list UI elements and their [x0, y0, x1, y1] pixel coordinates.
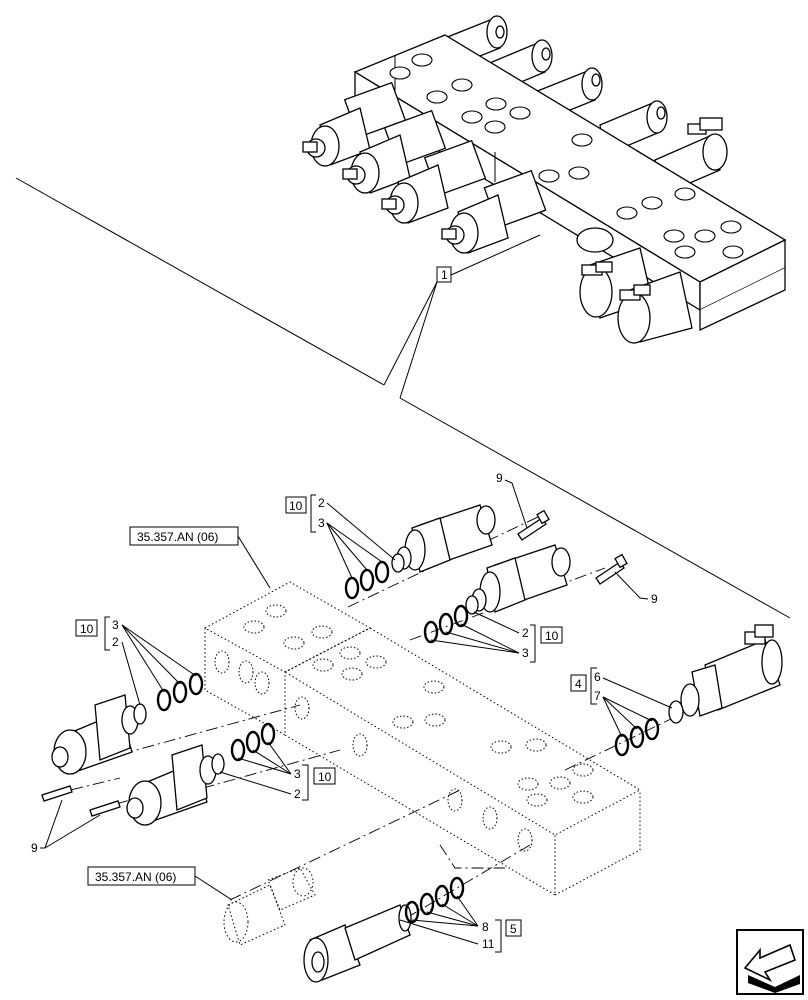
manifold-ports [214, 604, 594, 852]
orings-right [614, 717, 660, 757]
box-10-left: 10 [80, 622, 94, 636]
exploded-manifold-block [203, 581, 642, 896]
orings-mid-right [423, 604, 469, 644]
callout-left-solenoid: 10 3 2 [75, 616, 197, 706]
solenoid-valve-left [51, 694, 147, 775]
label-3-top: 3 [318, 516, 325, 530]
box-5: 5 [510, 922, 517, 936]
reference-lower: 35.357.AN (06) [87, 866, 233, 901]
callout-mid-right-solenoid: 2 3 10 [430, 611, 563, 663]
label-9-right: 9 [651, 592, 658, 606]
label-11: 11 [482, 937, 495, 951]
bottom-solenoid-2 [617, 271, 693, 344]
orings-lower-mid [230, 722, 276, 762]
screws-left [41, 785, 121, 817]
solenoid-valve-mid-right [465, 544, 571, 615]
front-solenoid-2 [342, 109, 447, 194]
callout-9-left: 9 [31, 799, 101, 855]
reference-upper: 35.357.AN (06) [129, 526, 271, 589]
label-2-lower-mid: 2 [294, 787, 301, 801]
cartridge-valve-reference [223, 867, 316, 946]
separator-line-right [399, 397, 791, 619]
label-8: 8 [482, 920, 489, 934]
label-3-lower-mid: 3 [294, 767, 301, 781]
box-4: 4 [575, 677, 582, 691]
ref-35-357-an-lower: 35.357.AN (06) [95, 870, 176, 884]
callout-9-top: 9 [496, 471, 528, 529]
solenoid-valve-upper [391, 504, 496, 573]
solenoid-valve-right [668, 624, 783, 724]
box-10-lower-mid: 10 [318, 770, 332, 784]
box-10-top: 10 [289, 499, 303, 513]
callout-upper-solenoid: 10 2 3 [285, 494, 396, 579]
separator-line-left [15, 177, 385, 386]
orings-cartridge [404, 876, 465, 924]
orings-upper [344, 560, 390, 600]
label-3-left: 3 [112, 618, 119, 632]
label-2-left: 2 [112, 635, 119, 649]
previous-page-arrow-icon[interactable] [736, 929, 804, 995]
ref-35-357-an-upper: 35.357.AN (06) [137, 530, 218, 544]
top-valve-assembly: 1 [302, 15, 787, 399]
screw-right [595, 553, 628, 585]
label-2-top: 2 [318, 496, 325, 510]
orings-left [156, 672, 204, 712]
label-3-mid-right: 3 [522, 646, 529, 660]
label-9-top: 9 [496, 471, 503, 485]
front-solenoid-1 [302, 81, 407, 167]
callout-cartridge: 8 11 5 [399, 895, 522, 953]
callout-item-1: 1 [383, 234, 541, 399]
top-block-ports [389, 53, 744, 259]
solenoid-valve-lower-mid [126, 744, 225, 826]
screw-upper [517, 509, 550, 541]
callout-lower-mid-solenoid: 3 2 10 [219, 741, 336, 801]
callout-right-solenoid: 4 6 7 [570, 667, 673, 738]
item-1-number: 1 [441, 268, 448, 282]
box-10-mid-right: 10 [545, 629, 559, 643]
label-2-mid-right: 2 [522, 626, 529, 640]
front-solenoid-4 [441, 169, 547, 254]
label-9-left: 9 [31, 841, 38, 855]
front-solenoid-3 [381, 139, 487, 224]
cartridge-valve [303, 904, 412, 983]
label-6: 6 [594, 670, 601, 684]
label-7: 7 [594, 689, 601, 703]
callout-9-right: 9 [614, 571, 658, 606]
